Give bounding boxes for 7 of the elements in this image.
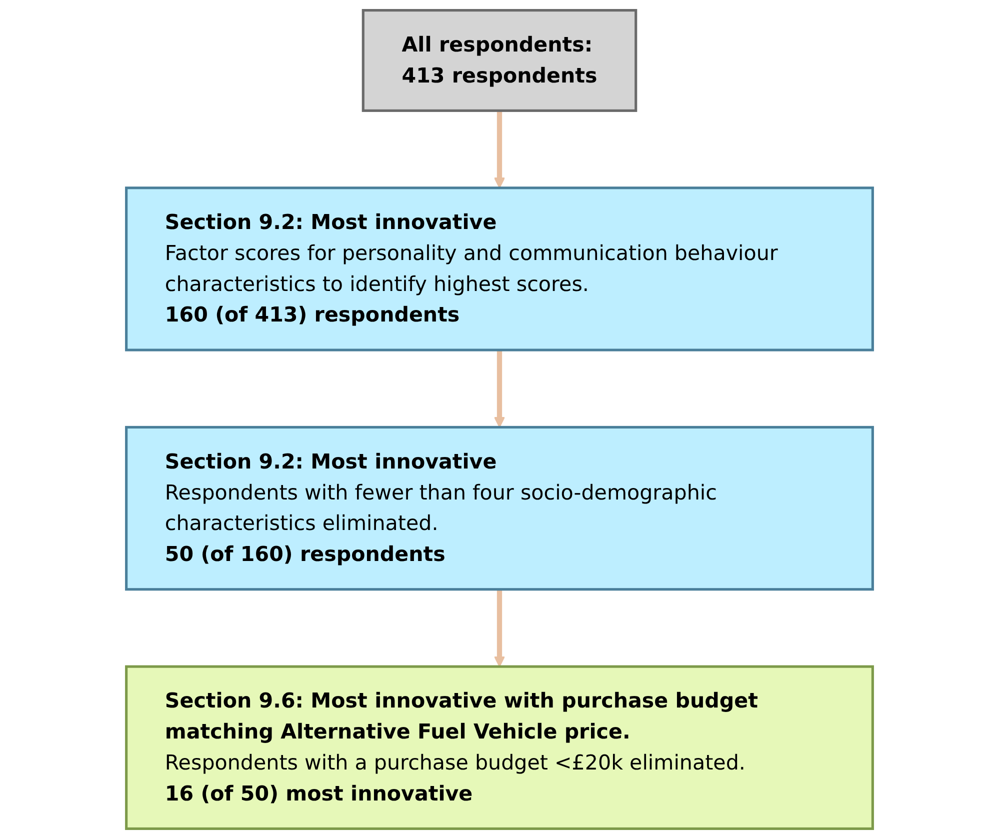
- node-box: Section 9.6: Most innovative with purchase budget matching Alternative Fuel Vehicle price. Respondents with a purchase budget <£20k eliminated. 16 (of 50) most innovative: [125, 665, 874, 830]
- arrow: [494, 350, 506, 428]
- node-box: Section 9.2: Most innovative Factor scores for personality and communication behaviour characteristics to identify highest scores. 160 (of 413) respondents: [125, 186, 874, 352]
- arrow: [494, 589, 506, 668]
- node-box: All respondents: 413 respondents: [362, 9, 638, 112]
- arrow: [494, 110, 506, 188]
- node-box: Section 9.2: Most innovative Respondents with fewer than four socio-demographic characteristics eliminated. 50 (of 160) respondents: [125, 426, 874, 591]
